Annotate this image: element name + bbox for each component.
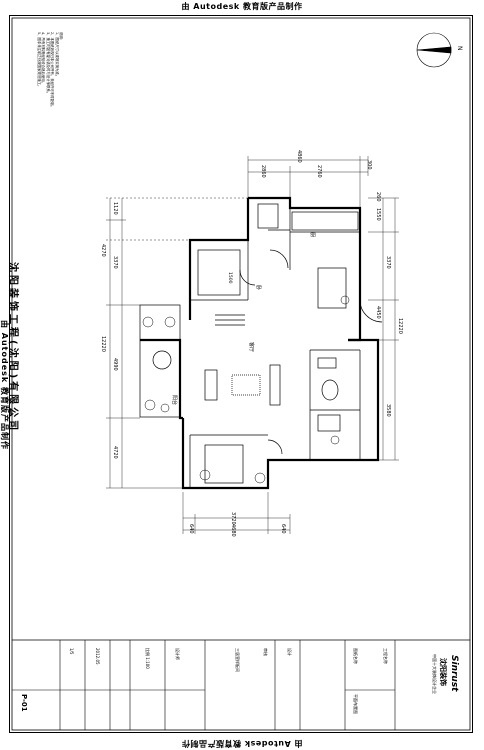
walls (140, 196, 380, 490)
dim-left-total: 12220 (100, 336, 106, 352)
dim-left: 3370 (112, 256, 118, 269)
tb-date: 2012.05 (95, 648, 100, 665)
compass-label: N (456, 46, 463, 51)
dim-right: 1550 (375, 208, 381, 221)
tb-designer: 设计师 (175, 648, 180, 660)
dim-top-mid: 2760 (316, 165, 322, 178)
tb-col-b: 图纸名称 (353, 648, 358, 664)
notes-line: 5、图中未注明之处按国家规范施工。 (36, 32, 41, 89)
tb-tagline: 中国十大装饰设计企业 (432, 654, 437, 694)
room-bedroom-label: 卧 (255, 285, 261, 291)
dim-bottom-mid: 3720 (230, 512, 236, 525)
dim-right: 3580 (385, 404, 391, 417)
tb-scale: 比例 1:100 (145, 648, 150, 669)
dim-left: 4270 (100, 244, 106, 257)
dim-top-left: 2860 (260, 165, 266, 178)
dim-right: 3370 (385, 256, 391, 269)
tb-drawing-no: P-01 (20, 694, 28, 712)
company-watermark: 由 Autodesk 教育版产品制作 (0, 320, 9, 451)
room-kitchen-label: 厨 (309, 232, 315, 238)
tb-drawing-name: 平面布置图 (353, 694, 358, 714)
dim-bottom-total: 4680 (230, 524, 236, 537)
notes-line: 1、图纸尺寸以现场实测为准。 (54, 32, 59, 79)
notes-heading: 说明： (59, 32, 63, 43)
dim-top-total: 4860 (296, 150, 302, 163)
tb-project: 三居室样板间 (235, 648, 240, 672)
notes-line: 2、本图纸版权归本公司所有，未经许可不得复制。 (50, 32, 55, 109)
compass (416, 32, 452, 68)
tb-brand: 沈阳装饰 (439, 658, 447, 686)
dim-bedroom: 1500 (227, 272, 232, 284)
watermark-top: 由 Autodesk 教育版产品制作 (181, 2, 303, 11)
dim-right-total: 12220 (397, 318, 403, 334)
tb-col-a: 工程名称 (383, 648, 388, 664)
dim-top-right: 300 (366, 160, 372, 170)
notes-line: 4、所有材料需经验收合格后使用。 (41, 32, 46, 86)
dim-left: 4990 (112, 358, 118, 371)
dim-bottom-left: 640 (188, 524, 194, 534)
dim-right: 4450 (375, 306, 381, 319)
tb-col-d: 审核 (263, 648, 268, 656)
dim-left: 1120 (112, 202, 118, 215)
room-balcony-label: 阳台 (171, 395, 177, 406)
sheet-border (9, 15, 473, 733)
dim-right-top: 260 (375, 192, 381, 202)
dim-left: 4720 (112, 446, 118, 459)
tb-sheet: 1/5 (69, 648, 74, 655)
tb-col-c: 设计 (287, 648, 292, 656)
notes-block: 说明： 1、图纸尺寸以现场实测为准。 2、本图纸版权归本公司所有，未经许可不得复… (37, 32, 63, 109)
room-living-label: 客厅 (248, 342, 254, 353)
tb-logo: Sinrust (449, 655, 459, 692)
dim-bottom-right: 640 (280, 524, 286, 534)
